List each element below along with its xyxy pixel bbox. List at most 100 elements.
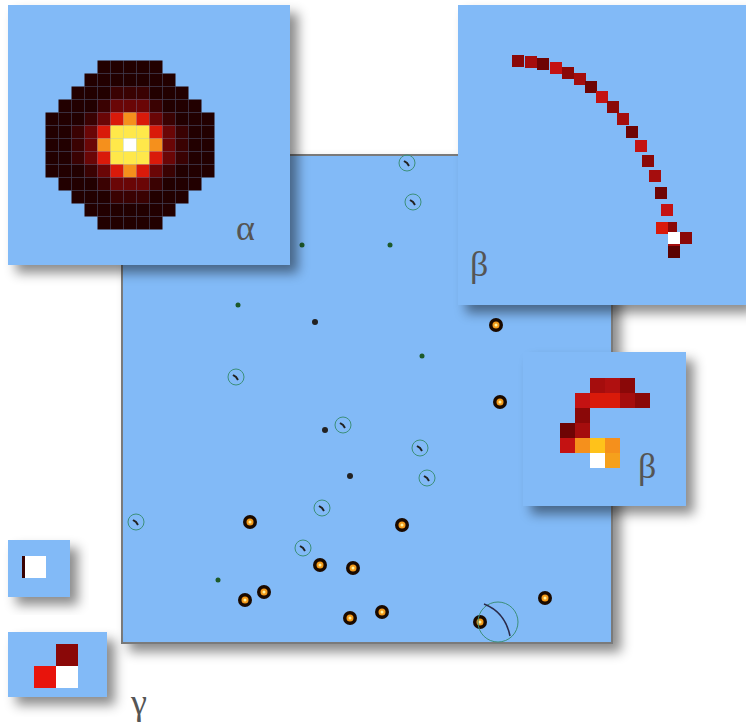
pixel [537, 58, 549, 70]
hit-mark [412, 440, 428, 456]
hit-mark [420, 354, 425, 359]
pixel [98, 165, 111, 178]
hit-mark [312, 319, 318, 325]
pixel [150, 113, 163, 126]
hit-mark [343, 611, 357, 625]
inset-panel [8, 632, 107, 697]
pixel [111, 152, 124, 165]
pixel [163, 165, 176, 178]
pixel [46, 139, 59, 152]
pixel [525, 56, 537, 68]
pixel [46, 152, 59, 165]
pixel [124, 204, 137, 217]
particle-label: γ [131, 684, 147, 720]
pixel [655, 187, 667, 199]
pixel [46, 113, 59, 126]
alpha-inset [8, 5, 290, 265]
pixel [176, 139, 189, 152]
pixel [72, 178, 85, 191]
pixel [560, 438, 575, 453]
pixel [85, 139, 98, 152]
pixel [575, 438, 590, 453]
pixel [137, 178, 150, 191]
pixel [124, 152, 137, 165]
pixel [111, 204, 124, 217]
hit-mark [228, 369, 244, 385]
pixel [85, 165, 98, 178]
pixel [137, 87, 150, 100]
pixel [137, 165, 150, 178]
pixel [56, 666, 78, 688]
pixel [111, 165, 124, 178]
hit-mark [347, 473, 353, 479]
pixel [85, 113, 98, 126]
pixel [124, 87, 137, 100]
pixel [22, 556, 25, 578]
pixel [150, 61, 163, 74]
particle-label: β [470, 246, 488, 282]
pixel [605, 393, 620, 408]
pixel [137, 100, 150, 113]
pixel [163, 87, 176, 100]
pixel [668, 246, 680, 258]
pixel [605, 438, 620, 453]
pixel [585, 81, 597, 93]
hit-mark [243, 515, 257, 529]
pixel [85, 204, 98, 217]
pixel [562, 67, 574, 79]
pixel [72, 191, 85, 204]
pixel [150, 74, 163, 87]
hit-mark [314, 500, 330, 516]
pixel [620, 393, 635, 408]
gamma-inset [8, 540, 70, 597]
pixel [590, 438, 605, 453]
pixel [124, 191, 137, 204]
pixel [111, 100, 124, 113]
pixel [85, 100, 98, 113]
hit-mark [489, 318, 503, 332]
pixel [150, 178, 163, 191]
pixel [150, 87, 163, 100]
pixel [163, 178, 176, 191]
pixel [137, 113, 150, 126]
pixel [163, 126, 176, 139]
pixel [668, 232, 680, 244]
pixel [72, 152, 85, 165]
particle-label: β [638, 448, 656, 484]
hit-mark [313, 558, 327, 572]
pixel [574, 73, 586, 85]
pixel [124, 217, 137, 230]
pixel [111, 191, 124, 204]
pixel [137, 191, 150, 204]
pixel [124, 178, 137, 191]
pixel [596, 91, 608, 103]
pixel [124, 126, 137, 139]
pixel [46, 126, 59, 139]
pixel [189, 178, 202, 191]
pixel [176, 191, 189, 204]
pixel [189, 139, 202, 152]
beta-inset [523, 352, 686, 506]
hit-mark [346, 561, 360, 575]
pixel [59, 126, 72, 139]
pixel [72, 100, 85, 113]
pixel [85, 87, 98, 100]
hit-mark [405, 194, 421, 210]
pixel [575, 408, 590, 423]
pixel [98, 74, 111, 87]
pixel [111, 217, 124, 230]
pixel [137, 126, 150, 139]
pixel [85, 126, 98, 139]
pixel [590, 393, 605, 408]
inset-panel [8, 5, 290, 265]
pixel [98, 126, 111, 139]
pixel [575, 423, 590, 438]
pixel [176, 113, 189, 126]
hit-mark [322, 427, 328, 433]
pixel [202, 126, 215, 139]
hit-mark [399, 155, 415, 171]
pixel [34, 666, 56, 688]
pixel [85, 178, 98, 191]
pixel [72, 113, 85, 126]
track-circle [478, 602, 518, 642]
